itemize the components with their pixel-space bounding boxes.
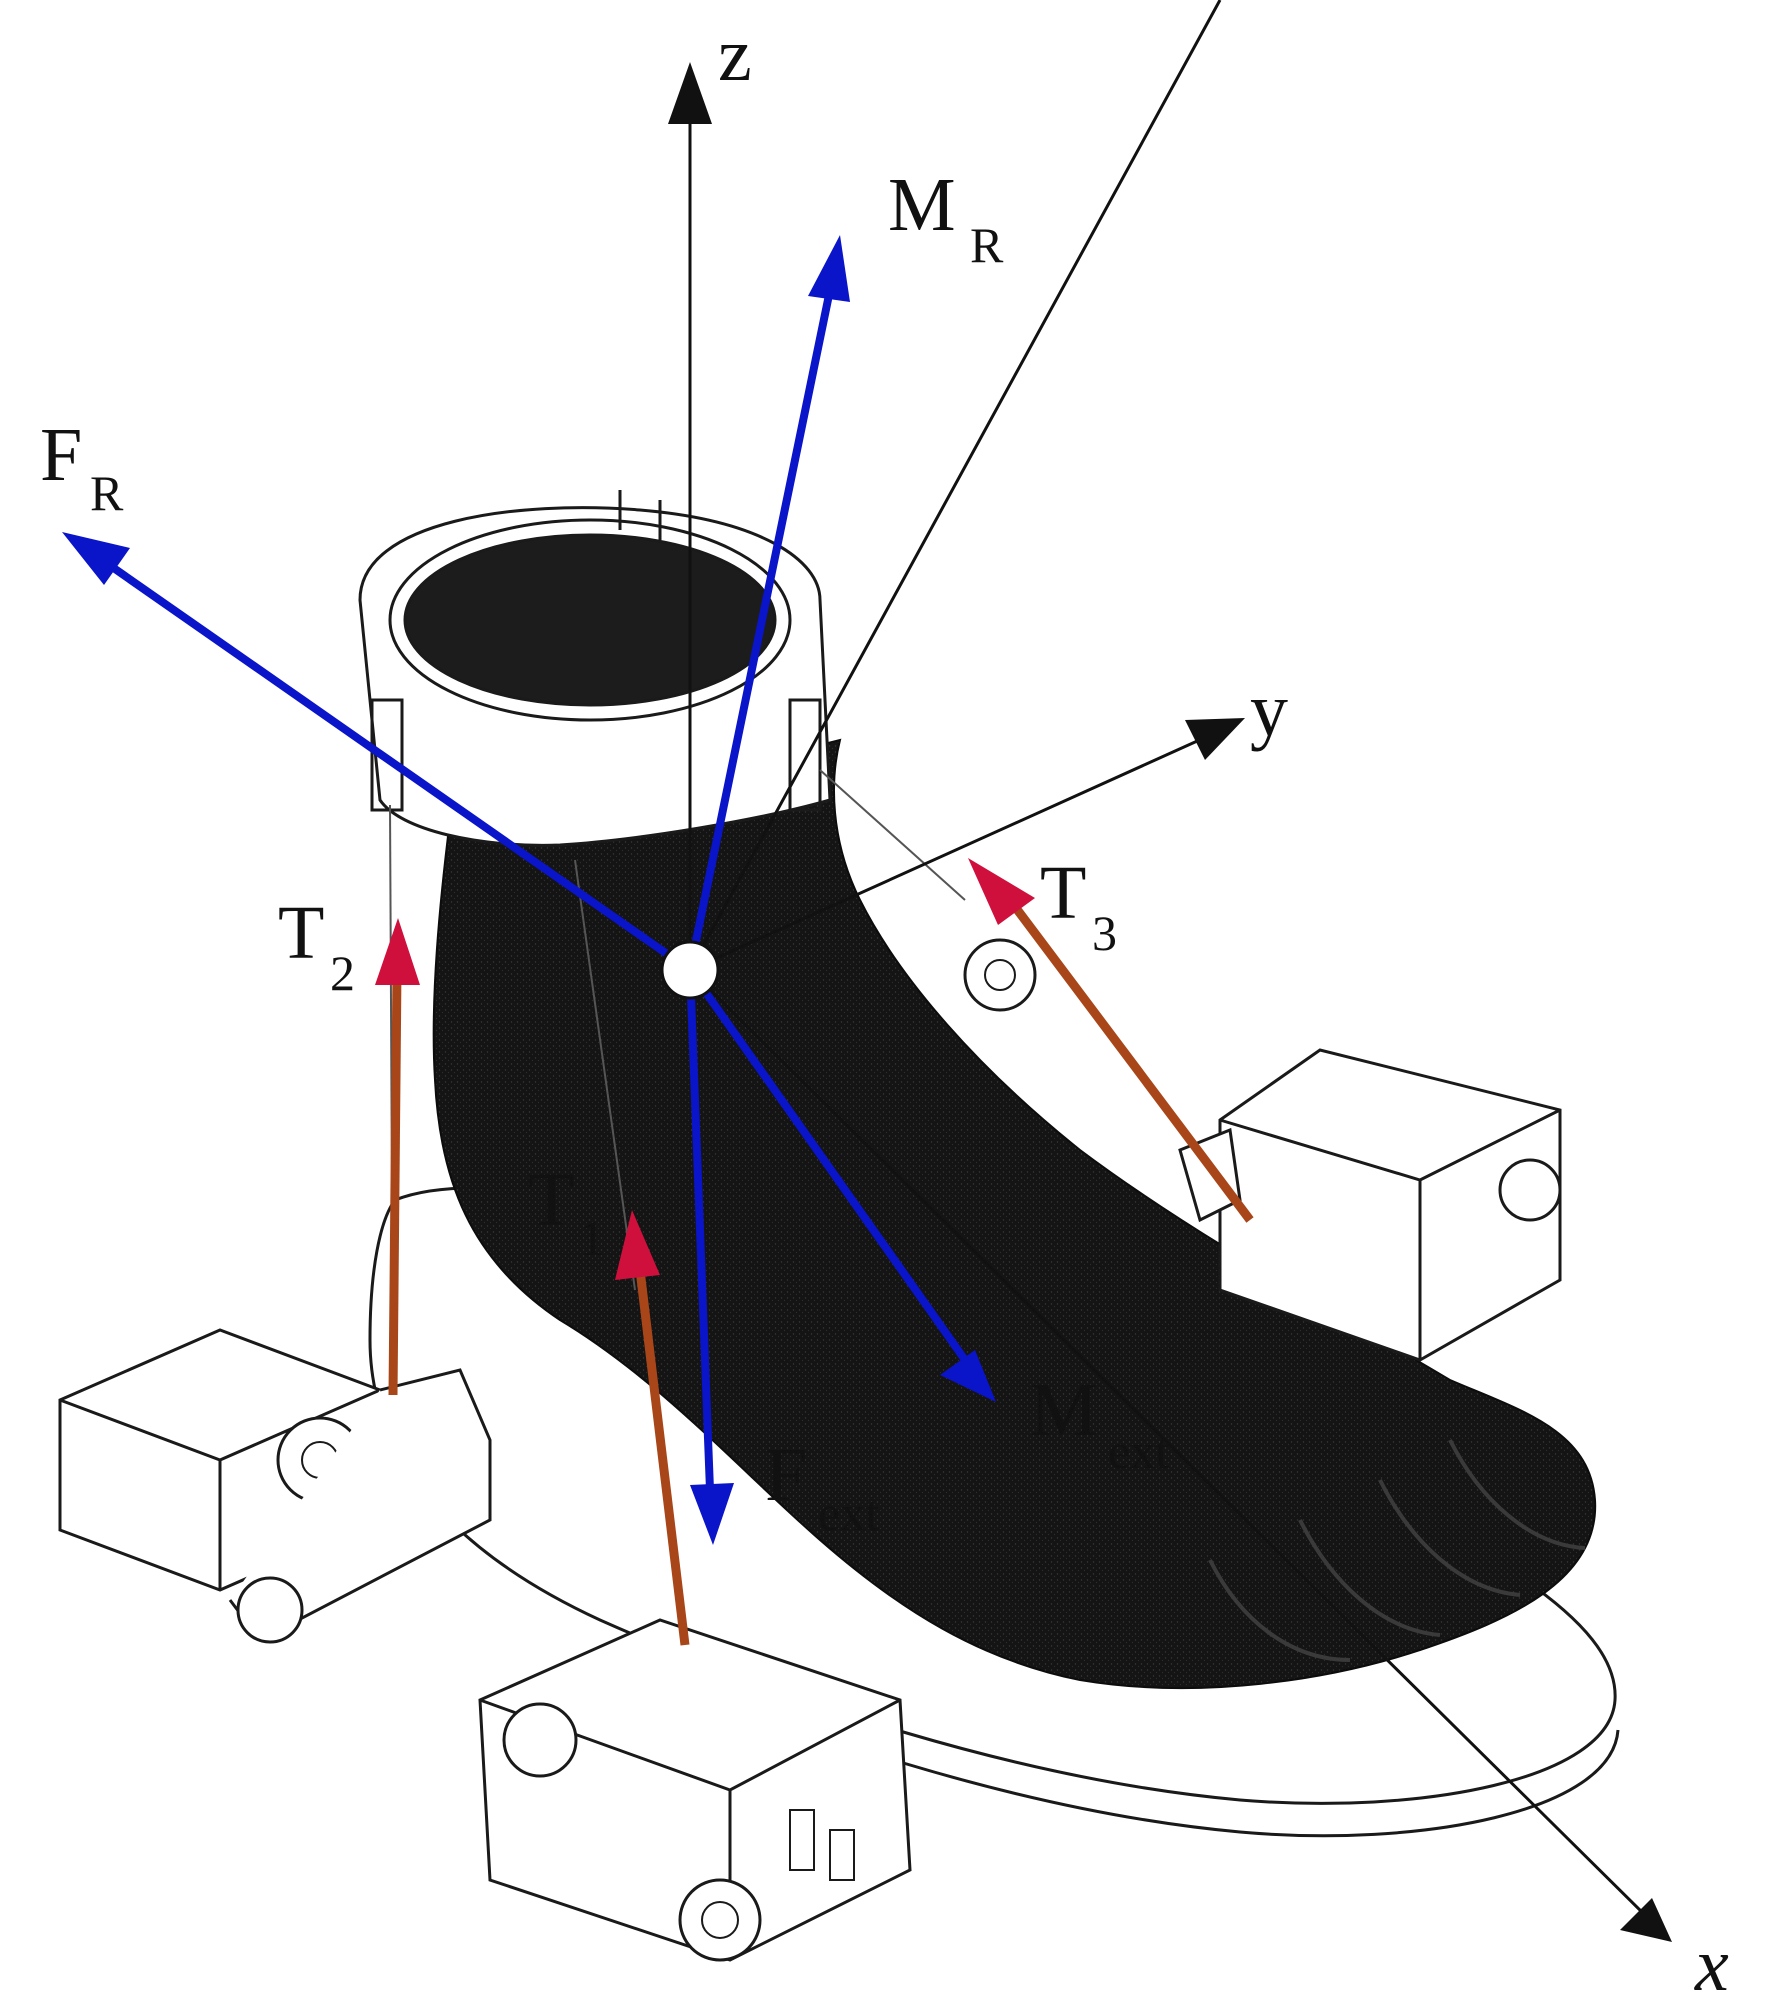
motor-left [58,1328,492,1644]
svg-text:T: T [1040,851,1086,935]
axis-x [688,968,1672,1942]
svg-text:3: 3 [1092,905,1117,961]
svg-text:1: 1 [580,1210,605,1266]
label-M_R: M R [888,163,1004,273]
label-T2: T 2 [278,891,355,1001]
axis-y [688,0,1245,972]
svg-text:T: T [278,891,324,975]
label-M_ext: M ext [1030,1368,1169,1479]
tendon-vector-T3 [968,858,1254,1223]
label-axis-y: y [1250,668,1288,752]
svg-text:R: R [90,465,124,521]
svg-text:R: R [970,217,1004,273]
axis-y-arrowhead [1185,718,1245,760]
vector-M_ext [686,967,996,1402]
origin-point [660,940,720,1000]
tendon-vector-T1 [615,1210,690,1646]
svg-text:2: 2 [330,945,355,1001]
label-axis-x: x [1694,1923,1729,2007]
axis-z-arrowhead [668,62,712,124]
ankle-cuff [358,490,832,847]
svg-text:F: F [765,1433,807,1517]
motor-right [1178,1048,1562,1362]
foot-model [432,738,1597,1690]
svg-text:M: M [1030,1368,1098,1452]
label-T1: T 1 [528,1158,605,1266]
tendon-vector-T2 [375,918,420,1396]
axis-x-arrowhead [1620,1898,1672,1942]
svg-text:ext: ext [1108,1423,1169,1479]
label-F_ext: F ext [765,1433,879,1541]
pulley-right [963,938,1037,1012]
svg-text:F: F [40,413,82,497]
label-axis-z: z [718,13,752,97]
label-F_R: F R [40,413,124,521]
svg-text:M: M [888,163,956,247]
svg-text:ext: ext [818,1485,879,1541]
label-T3: T 3 [1040,851,1117,961]
axis-z [668,62,712,970]
svg-text:T: T [528,1158,574,1242]
vector-F_R [62,532,693,974]
vector-M_R [686,235,850,971]
vector-F_ext [686,969,734,1545]
motor-front [478,1618,912,1962]
